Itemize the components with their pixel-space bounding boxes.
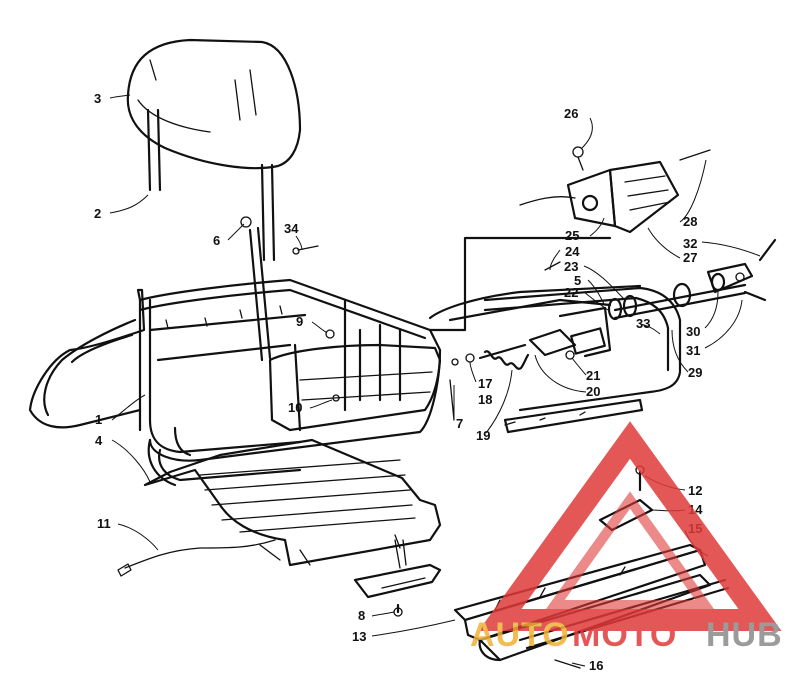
bolt-6 [240,216,252,228]
callout-10: 10 [288,400,302,415]
callout-24: 24 [565,244,580,259]
watermark-triangle-outer [478,421,782,631]
callout-23: 23 [564,259,578,274]
backrest [126,38,302,170]
callout-3: 3 [94,91,101,106]
callout-1: 1 [95,412,102,427]
callout-33: 33 [636,316,650,331]
watermark-triangle-inner [545,491,715,610]
callout-11: 11 [97,516,111,531]
callout-12: 12 [688,483,702,498]
callout-21: 21 [586,368,600,383]
wire-harness [117,539,276,577]
callout-8: 8 [358,608,365,623]
callout-26: 26 [564,106,578,121]
callout-32: 32 [683,236,697,251]
watermark-text-moto: MOTO [572,616,677,654]
callout-27: 27 [683,250,697,265]
callout-28: 28 [683,214,697,229]
center-bracket [428,236,642,332]
callout-16: 16 [589,658,603,673]
callout-19: 19 [476,428,490,443]
callout-17: 17 [478,376,492,391]
callout-34: 34 [284,221,299,236]
callout-30: 30 [686,324,700,339]
callout-7: 7 [456,416,463,431]
callout-13: 13 [352,629,366,644]
callout-9: 9 [296,314,303,329]
axle-shaft [607,238,777,321]
spring-assembly [449,306,612,421]
bolt-34 [292,245,319,255]
callout-20: 20 [586,384,600,399]
callout-25: 25 [565,228,579,243]
callout-22: 22 [564,285,578,300]
watermark-text-auto: AUTO [470,616,570,654]
callout-6: 6 [213,233,220,248]
callout-31: 31 [686,343,700,358]
callout-29: 29 [688,365,702,380]
right-rail [483,286,682,434]
callout-2: 2 [94,206,101,221]
hitch-bracket [353,539,442,617]
callout-4: 4 [95,433,103,448]
callout-5: 5 [574,273,581,288]
tail-light [519,146,711,271]
watermark-logo: AUTO MOTO HUB [470,421,783,654]
callout-18: 18 [478,392,492,407]
floor-tray [143,438,442,567]
watermark-text-hub: HUB [706,616,783,654]
rack-frame [28,278,442,487]
